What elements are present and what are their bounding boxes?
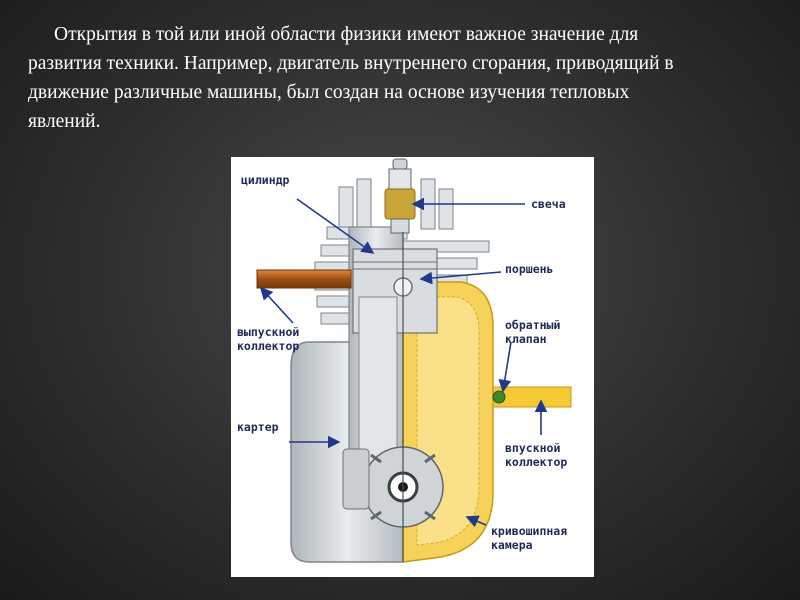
label-cylinder: цилиндр bbox=[241, 173, 290, 187]
label-intake-2: коллектор bbox=[505, 455, 567, 469]
label-intake-1: впускной bbox=[505, 441, 560, 455]
paragraph-line: явлений. bbox=[28, 111, 101, 132]
label-check-valve-2: клапан bbox=[505, 332, 547, 346]
label-crankcase: картер bbox=[237, 420, 279, 434]
paragraph-line: Открытия в той или иной области физики и… bbox=[54, 24, 639, 45]
spark-plug bbox=[384, 158, 416, 234]
label-arrows bbox=[259, 197, 548, 528]
slide-paragraph: Открытия в той или иной области физики и… bbox=[28, 20, 788, 136]
label-check-valve-1: обратный bbox=[505, 318, 560, 332]
paragraph-line: движение различные машины, был создан на… bbox=[28, 82, 630, 103]
label-piston: поршень bbox=[505, 262, 553, 276]
label-exhaust-2: коллектор bbox=[237, 339, 299, 353]
exhaust-pipe bbox=[256, 269, 352, 289]
label-crank-chamber-2: камера bbox=[491, 538, 533, 552]
label-crank-chamber-1: кривошипная bbox=[491, 524, 567, 538]
label-exhaust-1: выпускной bbox=[237, 325, 299, 339]
check-valve bbox=[492, 390, 506, 404]
connecting-rod bbox=[358, 296, 398, 478]
engine-drawing: цилиндр свеча поршень выпускной коллекто… bbox=[237, 158, 572, 563]
paragraph-line: развития техники. Например, двигатель вн… bbox=[28, 53, 674, 74]
label-spark-plug: свеча bbox=[531, 197, 566, 211]
engine-diagram: цилиндр свеча поршень выпускной коллекто… bbox=[231, 157, 594, 577]
